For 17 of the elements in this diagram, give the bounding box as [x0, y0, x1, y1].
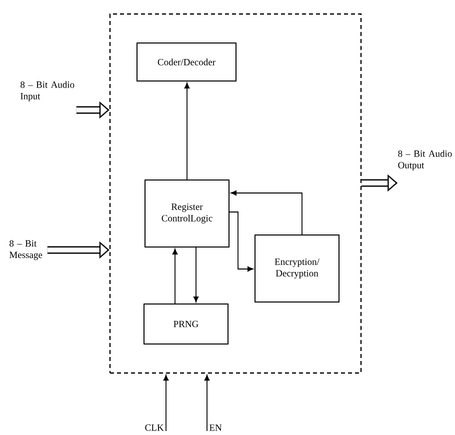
input-label: 8 – Bit Message — [9, 240, 42, 260]
output-label: 8 – Bit Audio Output — [398, 150, 452, 170]
arrow — [204, 374, 210, 432]
arrow — [193, 247, 199, 302]
process-box: PRNG — [144, 304, 228, 344]
process-box: Register ControlLogic — [144, 180, 230, 248]
signal-label: CLK — [145, 424, 164, 431]
dashed-boundary — [109, 13, 362, 374]
input-label: 8 – Bit Audio Input — [20, 81, 74, 102]
process-box: Encryption/ Decryption — [254, 234, 340, 302]
arrow — [163, 374, 169, 432]
arrow — [229, 212, 254, 272]
arrow — [230, 190, 302, 235]
arrow — [172, 248, 178, 304]
signal-label: EN — [209, 424, 222, 431]
process-box: Coder/Decoder — [136, 42, 236, 82]
arrow — [184, 82, 190, 180]
